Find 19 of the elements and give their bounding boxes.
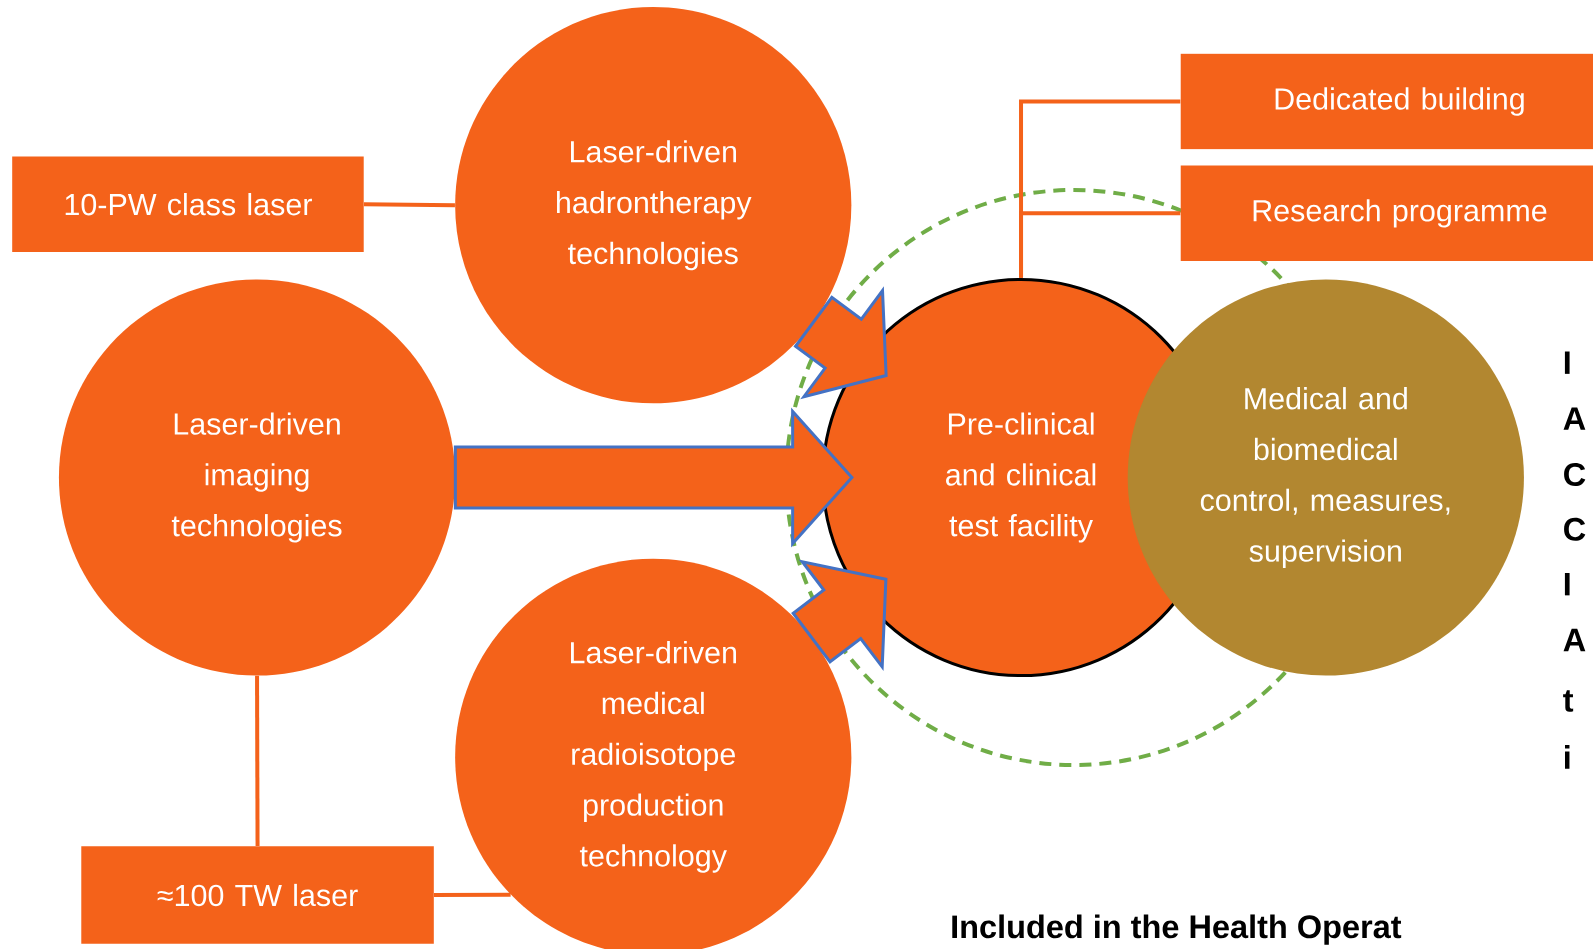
- cut-off-letter: C: [1564, 462, 1586, 486]
- block-arrow: [453, 407, 854, 548]
- connector-line: [363, 202, 455, 208]
- connector-line: [1019, 211, 1181, 278]
- cut-off-letter: C: [1564, 517, 1586, 541]
- cut-off-letter: i: [1565, 745, 1570, 769]
- cut-off-letter: A: [1563, 407, 1586, 430]
- cut-off-letter: I: [1564, 351, 1570, 374]
- block-arrow: [791, 559, 888, 672]
- connector-line: [434, 892, 511, 898]
- label-box: 10-PW class laser: [12, 156, 364, 252]
- connector-line: [255, 675, 260, 847]
- cut-off-letter: t: [1563, 690, 1574, 712]
- label-box: Dedicated building: [1180, 53, 1593, 150]
- label-box: ≈100 TW laser: [81, 846, 434, 944]
- label-box: Research programme: [1180, 165, 1593, 262]
- cut-off-letter: A: [1563, 628, 1586, 652]
- note-text: Included in the Health Operat: [952, 914, 1402, 945]
- cut-off-letter: I: [1564, 573, 1570, 596]
